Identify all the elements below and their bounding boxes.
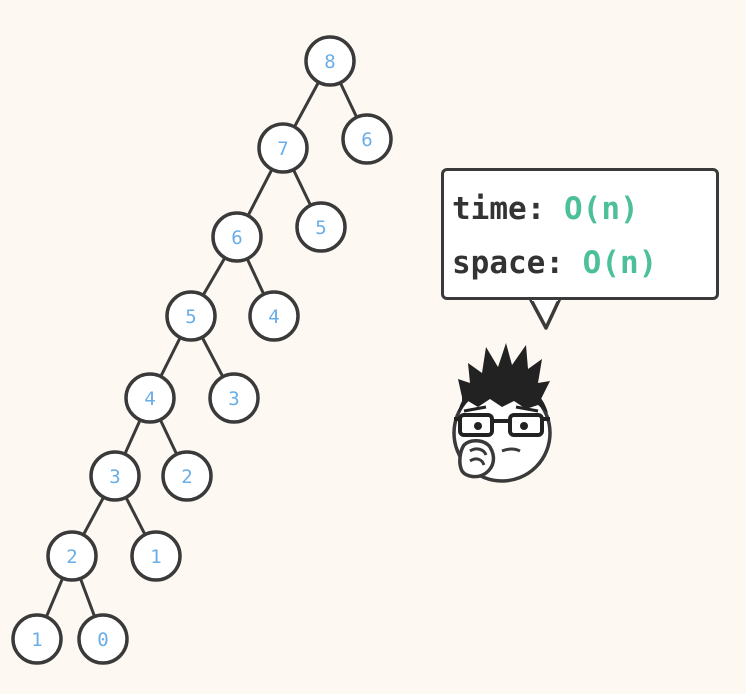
tree-node: 4 xyxy=(124,372,176,424)
tree-node-label: 4 xyxy=(144,388,155,410)
tree-node: 6 xyxy=(211,211,263,263)
tree-node: 1 xyxy=(130,530,182,582)
tree-node-label: 6 xyxy=(231,227,242,249)
tree-node-circle xyxy=(165,290,217,342)
time-value: O(n) xyxy=(564,191,639,227)
tree-node: 1 xyxy=(11,613,63,665)
space-label: space: xyxy=(452,245,564,281)
tree-node: 5 xyxy=(165,290,217,342)
tree-node-circle xyxy=(208,372,260,424)
tree-node-circle xyxy=(341,113,393,165)
tree-node-label: 5 xyxy=(315,217,326,239)
tree-node-circle xyxy=(124,372,176,424)
tree-node-label: 7 xyxy=(277,138,288,160)
tree-node-circle xyxy=(130,530,182,582)
tree-node-circle xyxy=(257,122,309,174)
tree-node-label: 0 xyxy=(97,629,108,651)
tree-node-circle xyxy=(248,290,300,342)
tree-node-label: 3 xyxy=(109,466,120,488)
tree-node-label: 2 xyxy=(66,546,77,568)
speech-bubble: time: O(n) space: O(n) xyxy=(441,168,719,300)
tree-node-circle xyxy=(211,211,263,263)
tree-node-label: 6 xyxy=(361,129,372,151)
tree-node-label: 5 xyxy=(185,306,196,328)
tree-node-label: 1 xyxy=(31,629,42,651)
tree-node: 4 xyxy=(248,290,300,342)
tree-node-circle xyxy=(295,201,347,253)
tree-node: 0 xyxy=(77,613,129,665)
tree-node-label: 2 xyxy=(181,466,192,488)
glasses-icon xyxy=(454,413,550,437)
tree-node-label: 8 xyxy=(324,51,335,73)
tree-node-label: 3 xyxy=(228,388,239,410)
time-label: time: xyxy=(452,191,546,227)
space-complexity-line: space: O(n) xyxy=(452,245,657,281)
space-value: O(n) xyxy=(582,245,658,281)
tree-node-circle xyxy=(11,613,63,665)
tree-node-label: 4 xyxy=(268,306,279,328)
tree-node: 3 xyxy=(208,372,260,424)
tree-node-circle xyxy=(161,450,213,502)
tree-node: 2 xyxy=(46,530,98,582)
tree-node: 2 xyxy=(161,450,213,502)
tree-node-circle xyxy=(304,35,356,87)
tree-node-label: 1 xyxy=(150,546,161,568)
tree-node-circle xyxy=(46,530,98,582)
time-complexity-line: time: O(n) xyxy=(452,191,639,227)
tree-node-circle xyxy=(89,450,141,502)
tree-node: 5 xyxy=(295,201,347,253)
tree-node: 6 xyxy=(341,113,393,165)
thinking-person-icon xyxy=(452,343,552,483)
tree-node: 3 xyxy=(89,450,141,502)
tree-node: 7 xyxy=(257,122,309,174)
tree-node-circle xyxy=(77,613,129,665)
tree-node: 8 xyxy=(304,35,356,87)
